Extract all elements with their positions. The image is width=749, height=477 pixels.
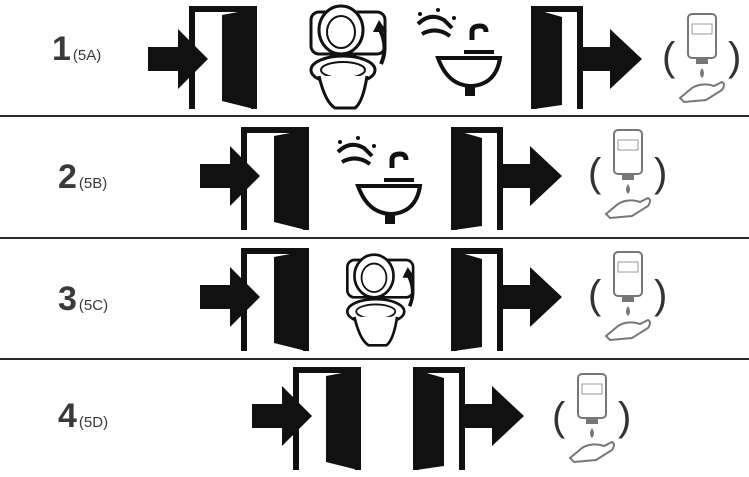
svg-text:(: ( (588, 273, 602, 317)
svg-text:): ) (654, 273, 667, 317)
svg-text:): ) (618, 395, 631, 439)
hand-sanitizer-dispenser-icon: ( ) (662, 12, 742, 106)
door-arrow-out-icon (528, 5, 650, 113)
hand-sanitizer-dispenser-icon: ( ) (588, 250, 668, 344)
row-code: (5A) (72, 47, 102, 64)
arrow-into-door-icon (148, 5, 260, 113)
arrow-into-door-icon (252, 366, 364, 474)
svg-text:): ) (654, 151, 667, 195)
arrow-into-door-icon (200, 126, 312, 234)
toilet-flush-icon (342, 250, 422, 350)
svg-text:(: ( (662, 35, 676, 79)
row-number: 4 (58, 397, 77, 435)
door-arrow-out-icon (410, 366, 532, 474)
door-arrow-out-icon (448, 126, 570, 234)
hand-sanitizer-dispenser-icon: ( ) (552, 372, 632, 466)
row-number: 2 (58, 158, 77, 196)
door-arrow-out-icon (448, 247, 570, 355)
row-label-3: 3 (5C) (58, 280, 108, 319)
svg-text:(: ( (588, 151, 602, 195)
row-label-1: 1 (5A) (52, 30, 101, 69)
row-divider-3 (0, 358, 749, 360)
row-divider-1 (0, 115, 749, 117)
toilet-flush-icon (305, 2, 395, 112)
handwashing-sink-icon (410, 6, 503, 98)
handwashing-sink-icon (330, 134, 423, 226)
arrow-into-door-icon (200, 247, 312, 355)
row-code: (5C) (78, 297, 109, 314)
row-code: (5B) (78, 175, 108, 192)
svg-text:): ) (728, 35, 741, 79)
hand-sanitizer-dispenser-icon: ( ) (588, 128, 668, 222)
row-label-2: 2 (5B) (58, 158, 107, 197)
row-number: 3 (58, 280, 77, 318)
row-number: 1 (52, 30, 71, 68)
row-divider-2 (0, 237, 749, 239)
svg-text:(: ( (552, 395, 566, 439)
row-code: (5D) (78, 414, 109, 431)
row-label-4: 4 (5D) (58, 397, 108, 436)
